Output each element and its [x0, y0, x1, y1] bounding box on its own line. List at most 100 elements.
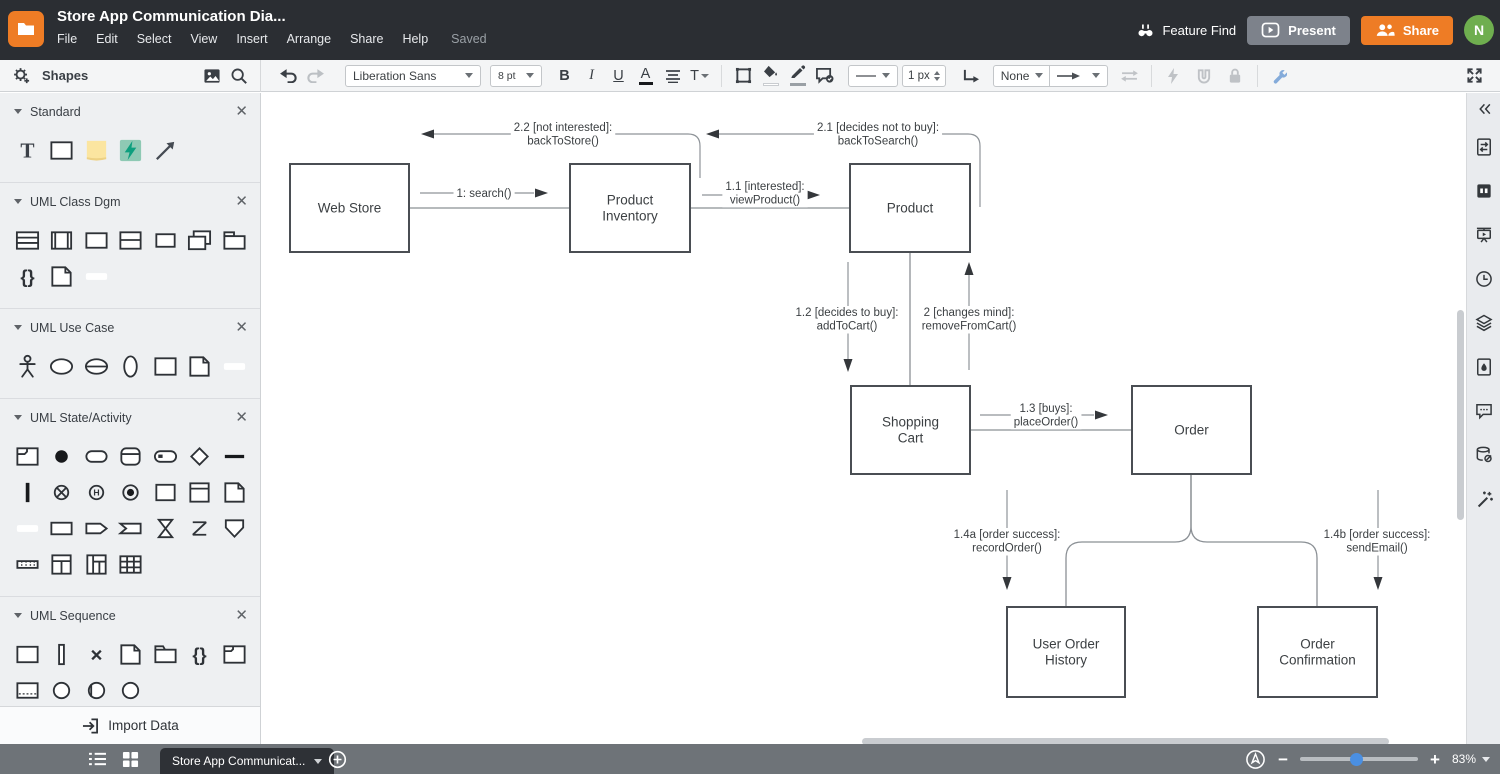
presentation-button[interactable]: [1467, 213, 1500, 257]
font-size-select[interactable]: 8 pt: [490, 64, 542, 87]
menu-item-help[interactable]: Help: [402, 32, 429, 46]
bold-button[interactable]: B: [551, 63, 578, 89]
message-label[interactable]: 2 [changes mind]:removeFromCart(): [918, 306, 1020, 334]
page-style-button[interactable]: [1467, 345, 1500, 389]
node-order[interactable]: Order: [1131, 385, 1252, 475]
shape-send-signal[interactable]: [79, 510, 114, 546]
layers-button[interactable]: [1467, 301, 1500, 345]
close-section-icon[interactable]: ✕: [235, 607, 248, 624]
line-color-button[interactable]: [784, 63, 811, 89]
page-grid-button[interactable]: [122, 751, 139, 768]
message-label[interactable]: 2.2 [not interested]:backToStore(): [510, 121, 616, 149]
shape-curly-braces[interactable]: {}: [10, 258, 45, 294]
magnetize-button[interactable]: [1191, 63, 1218, 89]
vertical-scrollbar[interactable]: [1457, 310, 1464, 520]
message-line[interactable]: [434, 133, 701, 178]
shape-rect-plain[interactable]: [45, 510, 80, 546]
shape-use-case-divided[interactable]: [79, 348, 114, 384]
shape-text-block2[interactable]: [217, 348, 252, 384]
line-style-select[interactable]: [848, 64, 898, 87]
shape-circle-plain[interactable]: [114, 672, 149, 708]
shape-curly-braces2[interactable]: {}: [183, 636, 218, 672]
present-button[interactable]: Present: [1247, 15, 1350, 45]
shape-text-block[interactable]: [79, 258, 114, 294]
zoom-level-select[interactable]: 83%: [1452, 752, 1490, 766]
zoom-slider-thumb[interactable]: [1350, 752, 1364, 766]
shape-off-page[interactable]: [217, 510, 252, 546]
message-label[interactable]: 1.1 [interested]:viewProduct(): [722, 180, 808, 208]
data-linking-button[interactable]: [1467, 433, 1500, 477]
shape-table-columns[interactable]: [79, 546, 114, 582]
undo-button[interactable]: [275, 63, 302, 89]
shape-dotted-box[interactable]: [10, 672, 45, 708]
shape-sticky-note[interactable]: [79, 132, 114, 168]
message-label[interactable]: 1.4a [order success]:recordOrder(): [950, 528, 1064, 556]
shape-circle[interactable]: [45, 672, 80, 708]
italic-button[interactable]: I: [578, 63, 605, 89]
menu-item-select[interactable]: Select: [136, 32, 172, 46]
message-label[interactable]: 2.1 [decides not to buy]:backToSearch(): [813, 121, 943, 149]
user-avatar[interactable]: N: [1464, 15, 1494, 45]
shape-note[interactable]: [45, 258, 80, 294]
shape-receive-signal[interactable]: [114, 510, 149, 546]
shape-use-case[interactable]: [45, 348, 80, 384]
zoom-in-button[interactable]: +: [1430, 749, 1440, 769]
shape-multiplicity[interactable]: [183, 222, 218, 258]
message-label[interactable]: 1: search(): [453, 187, 515, 201]
menu-item-insert[interactable]: Insert: [236, 32, 268, 46]
page-tab[interactable]: Store App Communicat...: [160, 748, 335, 774]
fullscreen-button[interactable]: [1461, 63, 1488, 89]
shape-fork-join[interactable]: [10, 474, 45, 510]
shape-active-class[interactable]: [45, 222, 80, 258]
shape-constraint[interactable]: [183, 510, 218, 546]
shape-final-state[interactable]: [114, 474, 149, 510]
shape-frame-plain[interactable]: [10, 636, 45, 672]
node-product[interactable]: Product: [849, 163, 971, 253]
connector-line[interactable]: [1190, 474, 1318, 607]
shape-oval-vertical[interactable]: [114, 348, 149, 384]
shape-note3[interactable]: [217, 474, 252, 510]
font-family-select[interactable]: Liberation Sans: [345, 64, 481, 87]
shape-state[interactable]: [79, 438, 114, 474]
hotspot-button[interactable]: [1160, 63, 1187, 89]
shape-note2[interactable]: [183, 348, 218, 384]
collapse-triangle-icon[interactable]: [14, 109, 22, 114]
message-line[interactable]: [719, 133, 981, 207]
shape-composite-state[interactable]: [114, 438, 149, 474]
shape-frame-tab[interactable]: [217, 636, 252, 672]
shape-fork-bar-h[interactable]: [10, 546, 45, 582]
shape-text-shape[interactable]: T: [10, 132, 45, 168]
shape-decision[interactable]: [183, 438, 218, 474]
shape-class-divided[interactable]: [114, 222, 149, 258]
manage-shapes-button[interactable]: [8, 63, 35, 89]
collapse-triangle-icon[interactable]: [14, 613, 22, 618]
shape-class[interactable]: [10, 222, 45, 258]
horizontal-scrollbar[interactable]: [862, 738, 1389, 745]
shape-table-header[interactable]: [45, 546, 80, 582]
shape-simple-class[interactable]: [79, 222, 114, 258]
menu-item-view[interactable]: View: [190, 32, 218, 46]
app-logo[interactable]: [8, 11, 44, 47]
collapse-triangle-icon[interactable]: [14, 199, 22, 204]
lock-button[interactable]: [1222, 63, 1249, 89]
text-options-button[interactable]: T: [686, 63, 713, 89]
message-label[interactable]: 1.4b [order success]:sendEmail(): [1320, 528, 1434, 556]
share-button[interactable]: Share: [1360, 15, 1453, 45]
shape-package[interactable]: [217, 222, 252, 258]
history-clock-button[interactable]: [1467, 257, 1500, 301]
shape-frame-button[interactable]: [730, 63, 757, 89]
shape-destroy-x[interactable]: [79, 636, 114, 672]
redo-button[interactable]: [302, 63, 329, 89]
page-list-button[interactable]: [88, 751, 107, 767]
shape-hourglass[interactable]: [148, 510, 183, 546]
shape-process[interactable]: [114, 132, 149, 168]
fit-screen-button[interactable]: [1245, 749, 1266, 770]
shape-activity-rect[interactable]: [148, 474, 183, 510]
shape-flow-final[interactable]: [45, 474, 80, 510]
text-color-button[interactable]: A: [632, 63, 659, 89]
